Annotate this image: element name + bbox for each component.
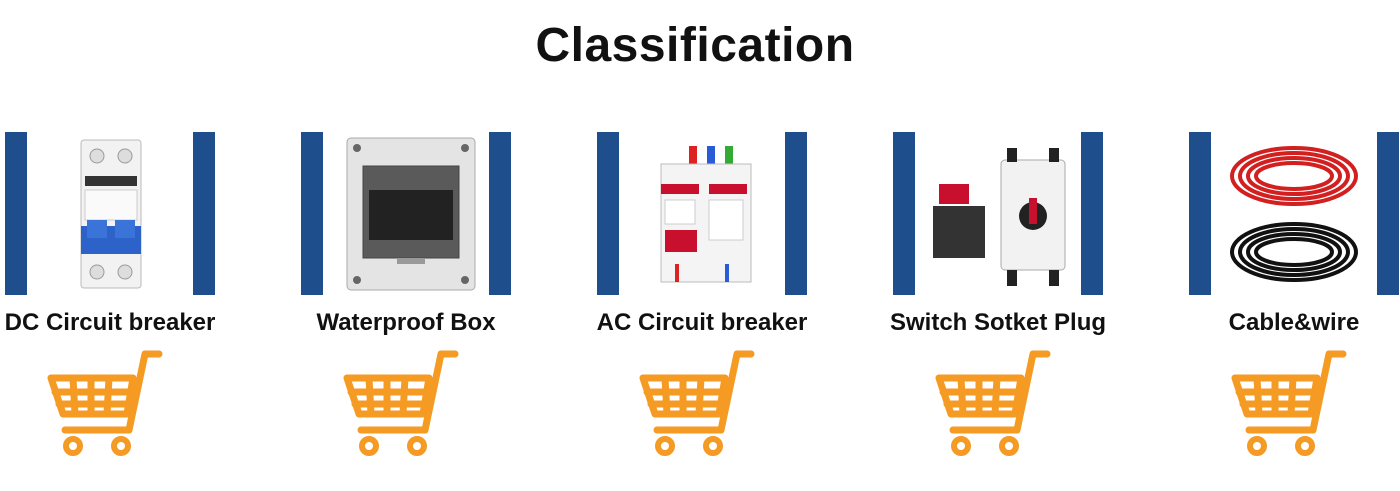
frame-bar-right	[1081, 132, 1103, 295]
category-label[interactable]: Waterproof Box	[316, 309, 496, 336]
frame-bar-right	[785, 132, 807, 295]
cable-coils-image[interactable]	[1217, 134, 1371, 293]
dc-breaker-image[interactable]	[33, 134, 187, 293]
frame-bar-left	[1189, 132, 1211, 295]
shopping-cart-icon[interactable]	[1231, 348, 1349, 460]
shopping-cart-icon[interactable]	[935, 348, 1053, 460]
category-card-ac-breaker[interactable]: AC Circuit breaker	[597, 132, 812, 462]
category-label[interactable]: Cable&wire	[1228, 309, 1360, 336]
category-label[interactable]: DC Circuit breaker	[4, 309, 216, 336]
product-frame	[301, 132, 511, 295]
shopping-cart-icon[interactable]	[639, 348, 757, 460]
frame-bar-left	[5, 132, 27, 295]
page-title: Classification	[535, 19, 855, 72]
frame-bar-right	[1377, 132, 1399, 295]
category-card-switch-socket-plug[interactable]: Switch Sotket Plug	[890, 132, 1108, 462]
ac-breaker-image[interactable]	[625, 134, 779, 293]
category-label[interactable]: AC Circuit breaker	[596, 309, 808, 336]
category-label[interactable]: Switch Sotket Plug	[889, 309, 1107, 336]
category-card-dc-breaker[interactable]: DC Circuit breaker	[5, 132, 220, 462]
distribution-box-image[interactable]	[329, 134, 483, 293]
isolator-switch-image[interactable]	[921, 134, 1075, 293]
category-card-waterproof-box[interactable]: Waterproof Box	[301, 132, 516, 462]
frame-bar-left	[301, 132, 323, 295]
shopping-cart-icon[interactable]	[343, 348, 461, 460]
frame-bar-right	[489, 132, 511, 295]
frame-bar-left	[893, 132, 915, 295]
shopping-cart-icon[interactable]	[47, 348, 165, 460]
frame-bar-right	[193, 132, 215, 295]
product-frame	[5, 132, 215, 295]
product-frame	[597, 132, 807, 295]
product-frame	[1189, 132, 1399, 295]
category-card-cable-wire[interactable]: Cable&wire	[1189, 132, 1400, 462]
product-frame	[893, 132, 1103, 295]
frame-bar-left	[597, 132, 619, 295]
